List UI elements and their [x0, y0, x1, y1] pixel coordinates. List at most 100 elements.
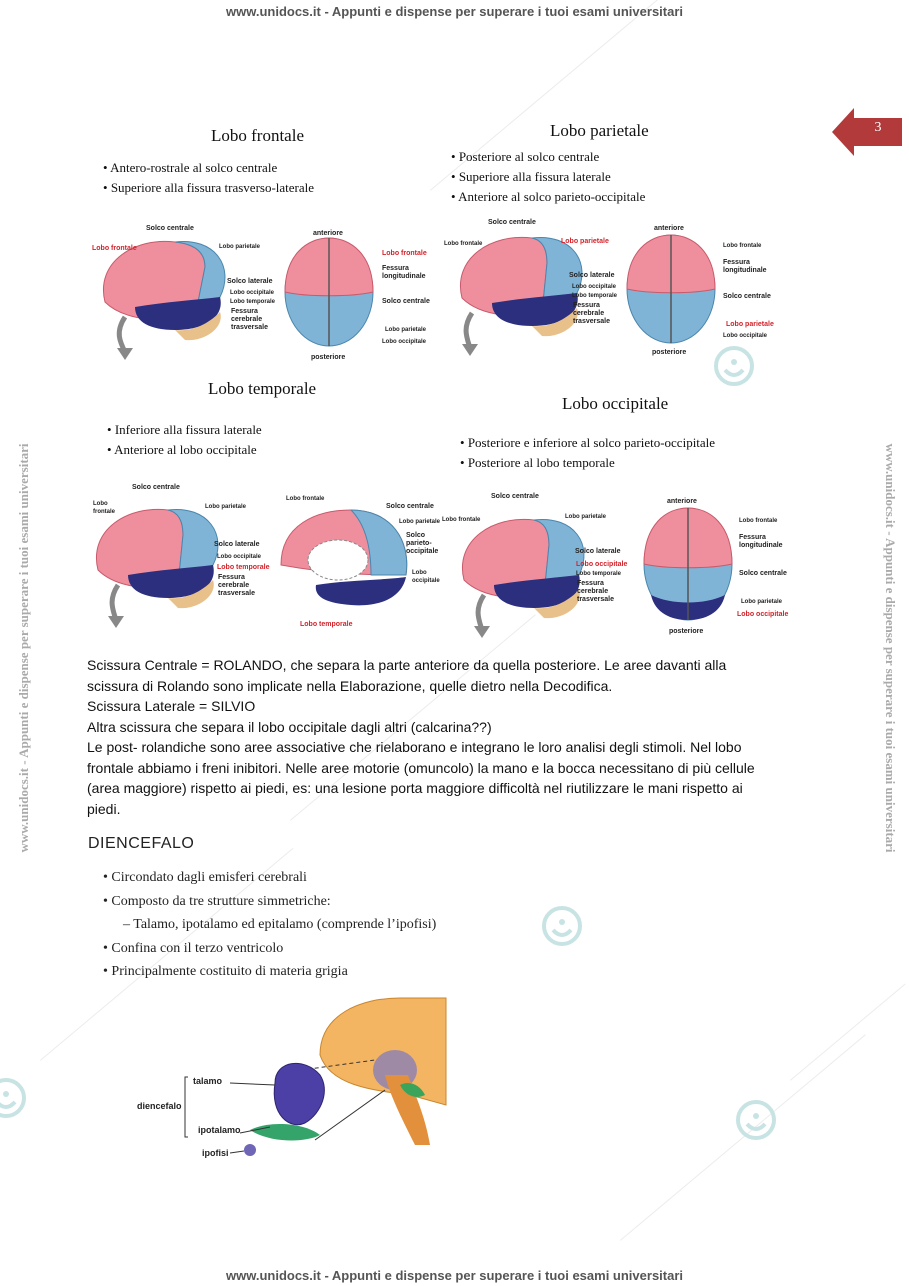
- bullet-item: Superiore alla fissura laterale: [451, 169, 645, 185]
- label-solco-centrale-top: Solco centrale: [723, 293, 771, 300]
- bullet-item: Antero-rostrale al solco centrale: [103, 160, 314, 176]
- bullet-item: Posteriore e inferiore al solco parieto-…: [460, 435, 715, 451]
- lobo-occipitale-bullets: Posteriore e inferiore al solco parieto-…: [460, 435, 715, 475]
- label-solco-centrale: Solco centrale: [146, 225, 194, 232]
- page-number: 3: [874, 120, 882, 135]
- label-lobo-parietale: Lobo parietale: [219, 244, 261, 250]
- lobo-parietale-bullets: Posteriore al solco centrale Superiore a…: [451, 149, 645, 209]
- label-lobo-frontale-medial: Lobo frontale: [286, 496, 325, 502]
- vertical-watermark-left: www.unidocs.it - Appunti e dispense per …: [16, 443, 31, 853]
- label-posteriore: posteriore: [669, 628, 704, 635]
- paragraph-line: Scissura Laterale = SILVIO: [87, 698, 256, 714]
- label-lobo-frontale-top: Lobo frontale: [723, 243, 762, 249]
- label-lobo-occipitale: Lobo occipitale: [576, 561, 628, 568]
- label-fessura-longitudinale: Fessura longitudinale: [723, 259, 767, 274]
- bullet-item: Superiore alla fissura trasverso-lateral…: [103, 180, 314, 196]
- label-lobo-frontale: Lobo frontale: [93, 501, 116, 515]
- label-solco-centrale-top: Solco centrale: [739, 570, 787, 577]
- label-lobo-parietale: Lobo parietale: [205, 504, 247, 510]
- label-anteriore: anteriore: [313, 230, 343, 237]
- bullet-item: Principalmente costituito di materia gri…: [103, 960, 436, 984]
- lobo-temporale-title: Lobo temporale: [208, 379, 317, 398]
- bullet-item: Inferiore alla fissura laterale: [107, 422, 262, 438]
- watermark-logo-icon: [736, 1100, 776, 1140]
- watermark-line: [790, 983, 906, 1081]
- header-watermark: www.unidocs.it - Appunti e dispense per …: [225, 4, 684, 19]
- label-fessura-cerebrale: Fessura cerebrale trasversale: [218, 574, 255, 597]
- label-lobo-frontale-top: Lobo frontale: [739, 518, 778, 524]
- label-lobo-occipitale-top: Lobo occipitale: [737, 611, 789, 618]
- label-lobo-frontale: Lobo frontale: [92, 245, 137, 252]
- paragraph-line: Le post- rolandiche sono aree associativ…: [87, 739, 742, 755]
- paragraph-line: Altra scissura che separa il lobo occipi…: [87, 718, 492, 735]
- paragraph-line: Scissura Centrale = ROLANDO, che separa …: [87, 657, 727, 673]
- label-ipofisi: ipofisi: [202, 1148, 229, 1158]
- lateral-brain-figure: [96, 508, 219, 628]
- bullet-item: Posteriore al solco centrale: [451, 149, 645, 165]
- paragraph-line: (area maggiore) rispetto ai piedi, es: u…: [87, 780, 743, 796]
- lobo-temporale-bullets: Inferiore alla fissura laterale Anterior…: [107, 422, 262, 462]
- lobo-parietale-title: Lobo parietale: [550, 121, 649, 140]
- bullet-item: Anteriore al solco parieto-occipitale: [451, 189, 645, 205]
- bullet-item: Confina con il terzo ventricolo: [103, 937, 436, 961]
- label-lobo-parietale: Lobo parietale: [561, 238, 609, 245]
- label-lobo-temporale: Lobo temporale: [217, 564, 270, 571]
- label-lobo-temporale-medial: Lobo temporale: [300, 621, 353, 628]
- label-lobo-temporale: Lobo temporale: [572, 293, 618, 299]
- label-anteriore: anteriore: [667, 498, 697, 505]
- label-fessura-cerebrale: Fessura cerebrale trasversale: [231, 308, 268, 331]
- diencefalo-figure: [184, 997, 447, 1156]
- label-lobo-occipitale: Lobo occipitale: [572, 284, 617, 290]
- bullet-item: Anteriore al lobo occipitale: [107, 442, 262, 458]
- label-solco-centrale: Solco centrale: [132, 484, 180, 491]
- label-fessura-cerebrale: Fessura cerebrale trasversale: [577, 580, 614, 603]
- label-lobo-frontale: Lobo frontale: [442, 517, 481, 523]
- lobo-frontale-title: Lobo frontale: [211, 126, 304, 145]
- label-lobo-occipitale-medial: Lobo occipitale: [412, 570, 440, 584]
- diencefalo-heading: DIENCEFALO: [88, 835, 195, 852]
- label-posteriore: posteriore: [311, 354, 346, 361]
- label-talamo: talamo: [193, 1076, 223, 1086]
- label-lobo-frontale: Lobo frontale: [444, 241, 483, 247]
- label-ipotalamo: ipotalamo: [198, 1125, 241, 1135]
- watermark-logo-icon: [714, 346, 754, 386]
- label-lobo-occipitale-top: Lobo occipitale: [723, 333, 768, 339]
- bullet-item: Composto da tre strutture simmetriche:: [103, 890, 436, 914]
- top-brain-figure: [284, 237, 374, 347]
- label-fessura-cerebrale: Fessura cerebrale trasversale: [573, 302, 610, 325]
- label-solco-laterale: Solco laterale: [575, 548, 621, 555]
- label-solco-centrale: Solco centrale: [491, 493, 539, 500]
- bullet-item: Posteriore al lobo temporale: [460, 455, 715, 471]
- label-lobo-parietale-medial: Lobo parietale: [399, 519, 441, 525]
- label-fessura-longitudinale: Fessura longitudinale: [739, 534, 783, 549]
- footer-watermark: www.unidocs.it - Appunti e dispense per …: [225, 1268, 684, 1283]
- label-posteriore: posteriore: [652, 349, 687, 356]
- label-lobo-temporale: Lobo temporale: [576, 571, 622, 577]
- watermark-logo-icon: [542, 906, 582, 946]
- vertical-watermark-right: www.unidocs.it - Appunti e dispense per …: [883, 443, 898, 853]
- label-lobo-occipitale-top: Lobo occipitale: [382, 339, 427, 345]
- label-solco-laterale: Solco laterale: [214, 541, 260, 548]
- label-lobo-parietale-top: Lobo parietale: [741, 599, 783, 605]
- label-solco-laterale: Solco laterale: [569, 272, 615, 279]
- diencefalo-bullets: Circondato dagli emisferi cerebrali Comp…: [103, 866, 436, 984]
- label-fessura-longitudinale: Fessura longitudinale: [382, 265, 426, 280]
- label-anteriore: anteriore: [654, 225, 684, 232]
- paragraph-line: frontale abbiamo i freni inibitori. Nell…: [87, 759, 755, 776]
- sub-bullet-item: Talamo, ipotalamo ed epitalamo (comprend…: [103, 913, 436, 937]
- label-solco-centrale: Solco centrale: [488, 219, 536, 226]
- lobo-frontale-bullets: Antero-rostrale al solco centrale Superi…: [103, 160, 314, 200]
- label-lobo-parietale-top: Lobo parietale: [385, 327, 427, 333]
- label-lobo-frontale-top: Lobo frontale: [382, 250, 427, 257]
- label-diencefalo: diencefalo: [137, 1101, 182, 1111]
- label-lobo-parietale: Lobo parietale: [565, 514, 607, 520]
- label-solco-laterale: Solco laterale: [227, 278, 273, 285]
- label-solco-centrale-medial: Solco centrale: [386, 503, 434, 510]
- lateral-brain-figure: [462, 518, 585, 638]
- top-brain-figure: [626, 234, 716, 344]
- label-solco-centrale-top: Solco centrale: [382, 298, 430, 305]
- label-solco-parieto-occipitale: Solco parieto-occipitale: [406, 532, 439, 555]
- lobo-occipitale-title: Lobo occipitale: [562, 394, 669, 413]
- label-lobo-occipitale: Lobo occipitale: [230, 290, 275, 296]
- watermark-logo-icon: [0, 1078, 26, 1118]
